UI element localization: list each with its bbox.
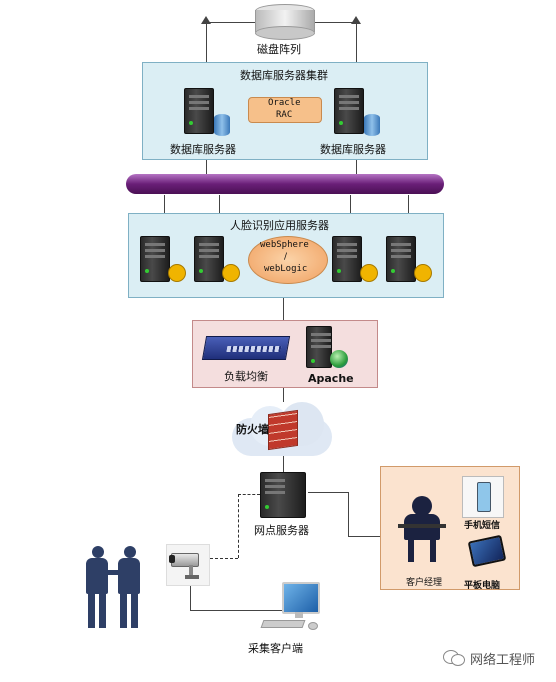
db-server-left-icon — [184, 88, 214, 134]
connector-line — [190, 586, 191, 610]
pc-stand-icon — [295, 612, 303, 618]
phone-icon — [462, 476, 504, 518]
db-server-right-icon — [334, 88, 364, 134]
branch-server-icon — [260, 472, 306, 518]
client-manager-label: 客户经理 — [406, 578, 443, 588]
connector-line — [308, 492, 348, 493]
camera-icon — [166, 544, 210, 586]
database-cylinder-icon — [364, 114, 380, 136]
disk-array-label: 磁盘阵列 — [257, 43, 301, 56]
business-people-icon — [80, 546, 146, 628]
arrow-up-icon — [351, 16, 361, 24]
network-switch-icon — [201, 336, 291, 360]
app-server-icon — [332, 236, 362, 282]
connector-line — [238, 494, 260, 495]
pc-monitor-icon — [282, 582, 320, 614]
connector-line — [283, 455, 284, 473]
connector-line — [206, 22, 256, 23]
key-icon — [360, 264, 378, 282]
capture-client-label: 采集客户端 — [248, 642, 303, 655]
connector-line — [190, 610, 282, 611]
key-icon — [168, 264, 186, 282]
websphere-label: webSphere — [260, 240, 309, 250]
apache-server-icon — [306, 326, 332, 368]
connector-line — [206, 160, 207, 174]
rac-label: RAC — [276, 110, 293, 120]
connector-line — [408, 195, 409, 213]
sms-label: 手机短信 — [464, 521, 501, 531]
mouse-icon — [308, 622, 318, 630]
weblogic-label: webLogic — [264, 264, 308, 274]
db-server-right-label: 数据库服务器 — [320, 143, 386, 156]
connector-line — [348, 492, 349, 536]
watermark-label: 网络工程师 — [470, 653, 536, 668]
connector-line — [164, 195, 165, 213]
websphere-badge — [248, 236, 328, 284]
connector-line — [283, 388, 284, 402]
keyboard-icon — [260, 620, 306, 628]
disk-array-icon — [255, 4, 315, 40]
client-manager-icon — [398, 496, 446, 562]
connector-line — [348, 536, 380, 537]
branch-server-label: 网点服务器 — [254, 524, 309, 537]
connector-line — [356, 22, 357, 62]
oracle-rac-badge — [248, 97, 322, 123]
tablet-label: 平板电脑 — [464, 581, 501, 591]
connector-line — [219, 195, 220, 213]
key-icon — [222, 264, 240, 282]
oracle-label: Oracle — [268, 98, 301, 108]
key-icon — [414, 264, 432, 282]
connector-line — [356, 160, 357, 174]
app-server-icon — [140, 236, 170, 282]
connector-line — [238, 494, 239, 558]
load-balance-label: 负载均衡 — [224, 370, 268, 383]
connector-line — [283, 298, 284, 320]
connector-line — [312, 22, 356, 23]
firewall-brick-icon — [268, 409, 298, 451]
wechat-icon — [443, 648, 465, 666]
globe-icon — [330, 350, 348, 368]
app-server-icon — [386, 236, 416, 282]
websphere-slash: / — [284, 252, 288, 262]
app-server-icon — [194, 236, 224, 282]
db-server-left-label: 数据库服务器 — [170, 143, 236, 156]
apache-label: Apache — [308, 372, 354, 385]
connector-line — [350, 195, 351, 213]
connector-line — [210, 558, 238, 559]
db-cluster-title: 数据库服务器集群 — [240, 69, 328, 82]
database-cylinder-icon — [214, 114, 230, 136]
firewall-label: 防火墙 — [236, 423, 269, 436]
face-app-title: 人脸识别应用服务器 — [230, 219, 329, 232]
connector-line — [206, 22, 207, 62]
network-bus — [126, 174, 444, 194]
arrow-up-icon — [201, 16, 211, 24]
